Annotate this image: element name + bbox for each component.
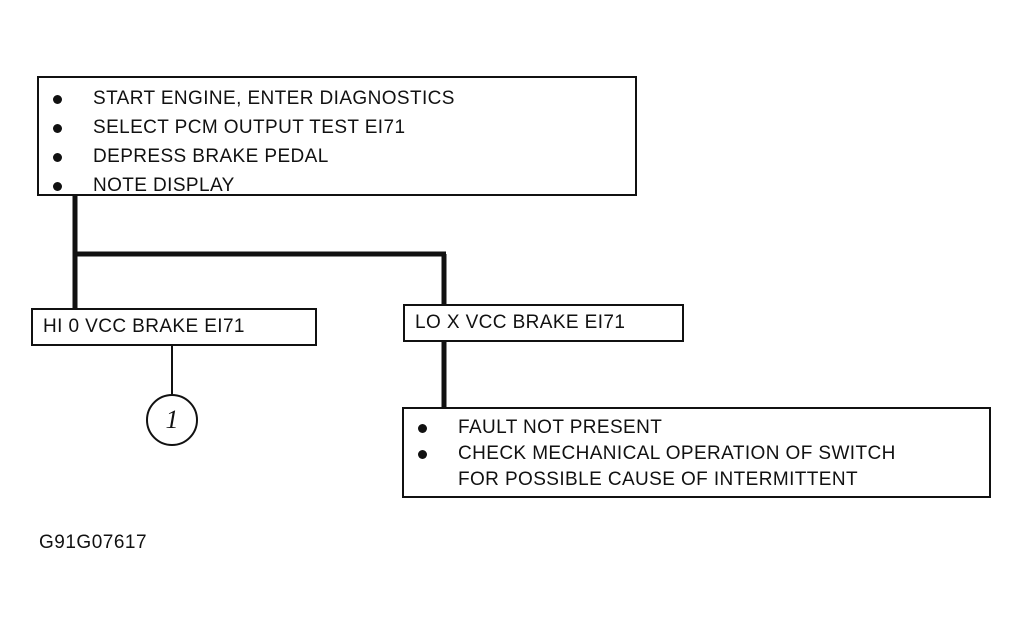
bullet-icon bbox=[53, 124, 62, 133]
start-instruction-text: START ENGINE, ENTER DIAGNOSTICS bbox=[93, 88, 455, 109]
start-instruction-text: DEPRESS BRAKE PEDAL bbox=[93, 146, 329, 167]
figure-code: G91G07617 bbox=[39, 532, 148, 553]
bullet-icon bbox=[53, 153, 62, 162]
start-instruction-item: DEPRESS BRAKE PEDAL bbox=[39, 142, 635, 171]
bullet-icon bbox=[53, 182, 62, 191]
reference-number: 1 bbox=[165, 405, 179, 434]
result-item: CHECK MECHANICAL OPERATION OF SWITCH bbox=[404, 441, 989, 467]
lo-branch-box: LO X VCC BRAKE EI71 bbox=[403, 304, 684, 342]
result-box: FAULT NOT PRESENT CHECK MECHANICAL OPERA… bbox=[402, 407, 991, 498]
start-instruction-item: START ENGINE, ENTER DIAGNOSTICS bbox=[39, 84, 635, 113]
hi-branch-label: HI 0 VCC BRAKE EI71 bbox=[43, 316, 245, 337]
start-instruction-text: SELECT PCM OUTPUT TEST EI71 bbox=[93, 117, 406, 138]
start-instruction-item: NOTE DISPLAY bbox=[39, 171, 635, 200]
result-item-continuation: FOR POSSIBLE CAUSE OF INTERMITTENT bbox=[404, 467, 989, 493]
result-item: FAULT NOT PRESENT bbox=[404, 415, 989, 441]
lo-branch-label: LO X VCC BRAKE EI71 bbox=[415, 312, 626, 333]
hi-branch-box: HI 0 VCC BRAKE EI71 bbox=[31, 308, 317, 346]
result-text: FAULT NOT PRESENT bbox=[458, 417, 663, 438]
bullet-icon bbox=[418, 424, 427, 433]
result-list: FAULT NOT PRESENT CHECK MECHANICAL OPERA… bbox=[404, 415, 989, 493]
start-instructions-list: START ENGINE, ENTER DIAGNOSTICS SELECT P… bbox=[39, 84, 635, 200]
bullet-icon bbox=[53, 95, 62, 104]
result-text: FOR POSSIBLE CAUSE OF INTERMITTENT bbox=[458, 469, 858, 490]
start-instruction-item: SELECT PCM OUTPUT TEST EI71 bbox=[39, 113, 635, 142]
bullet-icon bbox=[418, 450, 427, 459]
result-text: CHECK MECHANICAL OPERATION OF SWITCH bbox=[458, 443, 896, 464]
start-instruction-text: NOTE DISPLAY bbox=[93, 175, 235, 196]
reference-circle: 1 bbox=[146, 394, 198, 446]
start-instructions-box: START ENGINE, ENTER DIAGNOSTICS SELECT P… bbox=[37, 76, 637, 196]
